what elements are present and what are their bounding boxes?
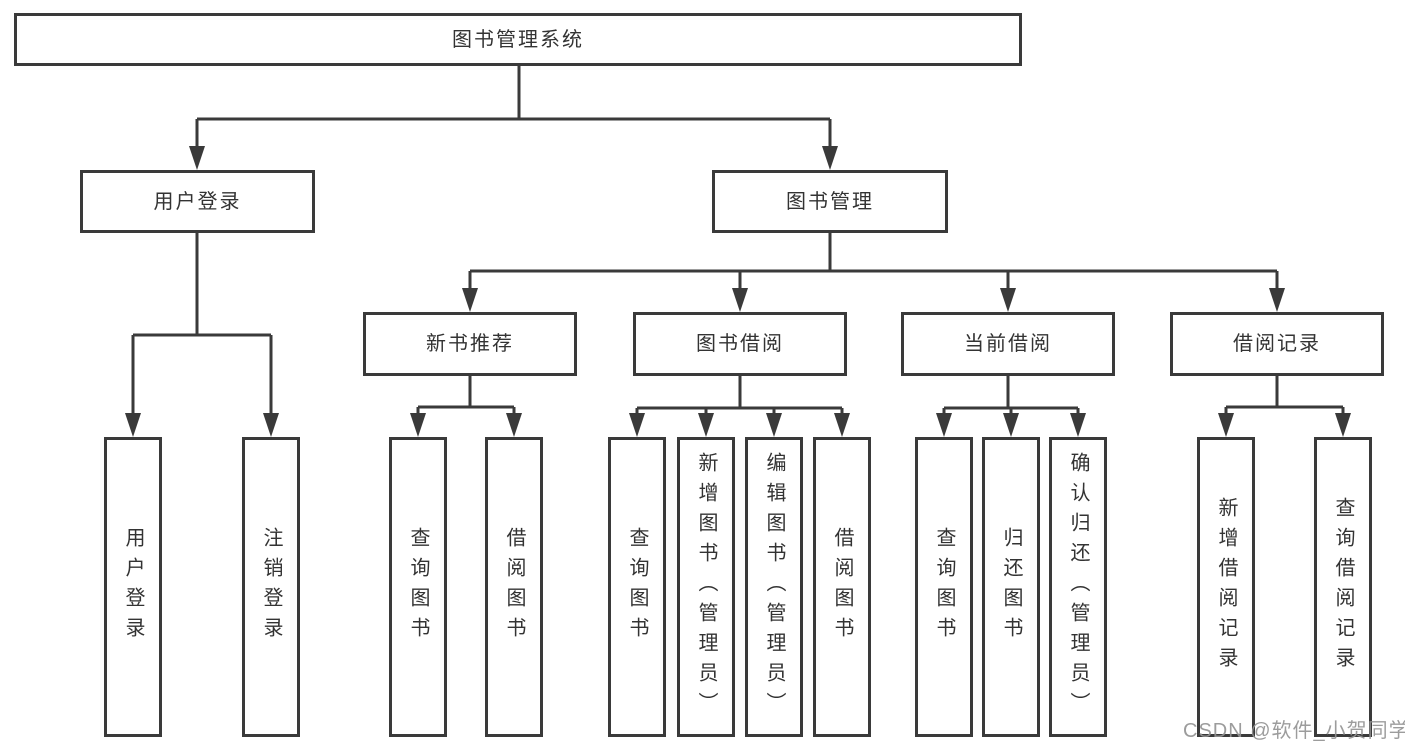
leaf-logout: 注销登录: [242, 437, 300, 737]
node-label: 借阅记录: [1233, 333, 1321, 355]
node-new-book-recommend: 新书推荐: [363, 312, 577, 376]
node-label: 编辑图书（管理员）: [763, 452, 785, 722]
node-book-management: 图书管理: [712, 170, 948, 233]
leaf-borrow-books-recommend: 借阅图书: [485, 437, 543, 737]
node-book-borrow: 图书借阅: [633, 312, 847, 376]
node-library-system: 图书管理系统: [14, 13, 1022, 66]
node-label: 用户登录: [122, 527, 144, 647]
leaf-borrow-books: 借阅图书: [813, 437, 871, 737]
node-borrow-records: 借阅记录: [1170, 312, 1384, 376]
node-label: 查询图书: [407, 527, 429, 647]
leaf-query-books-recommend: 查询图书: [389, 437, 447, 737]
leaf-query-books-borrow: 查询图书: [608, 437, 666, 737]
node-label: 图书借阅: [696, 333, 784, 355]
leaf-edit-book-admin: 编辑图书（管理员）: [745, 437, 803, 737]
node-label: 新增图书（管理员）: [695, 452, 717, 722]
node-label: 查询图书: [626, 527, 648, 647]
node-label: 新书推荐: [426, 333, 514, 355]
csdn-watermark: CSDN @软件_小贺同学: [1183, 720, 1405, 742]
node-label: 用户登录: [153, 190, 242, 213]
node-label: 确认归还（管理员）: [1067, 452, 1089, 722]
node-label: 新增借阅记录: [1215, 497, 1237, 677]
leaf-query-books-current: 查询图书: [915, 437, 973, 737]
leaf-return-book: 归还图书: [982, 437, 1040, 737]
leaf-add-borrow-record: 新增借阅记录: [1197, 437, 1255, 737]
node-label: 借阅图书: [503, 527, 525, 647]
node-user-login: 用户登录: [80, 170, 315, 233]
leaf-query-borrow-record: 查询借阅记录: [1314, 437, 1372, 737]
node-label: 借阅图书: [831, 527, 853, 647]
leaf-confirm-return-admin: 确认归还（管理员）: [1049, 437, 1107, 737]
node-current-borrow: 当前借阅: [901, 312, 1115, 376]
node-label: 查询图书: [933, 527, 955, 647]
node-label: 图书管理系统: [452, 28, 584, 51]
node-label: 注销登录: [260, 527, 282, 647]
node-label: 查询借阅记录: [1332, 497, 1354, 677]
node-label: 归还图书: [1000, 527, 1022, 647]
node-label: 当前借阅: [964, 333, 1052, 355]
leaf-user-login: 用户登录: [104, 437, 162, 737]
node-label: 图书管理: [786, 190, 874, 213]
leaf-add-book-admin: 新增图书（管理员）: [677, 437, 735, 737]
